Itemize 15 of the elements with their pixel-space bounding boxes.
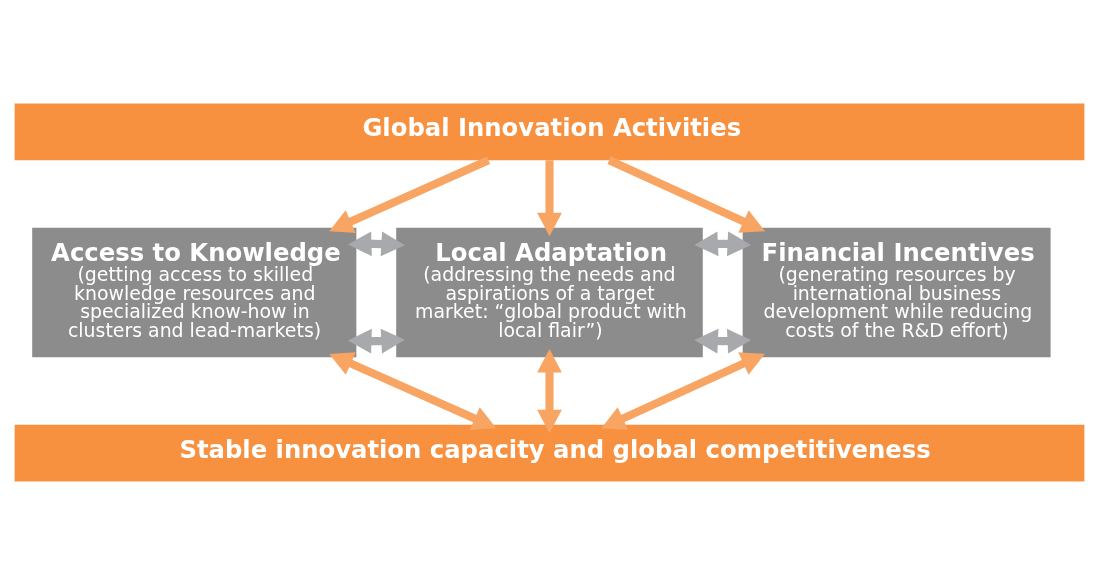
arrow bbox=[347, 231, 405, 257]
arrow bbox=[607, 156, 765, 233]
arrow bbox=[537, 348, 562, 434]
arrow bbox=[347, 328, 405, 354]
node-box: Access to Knowledge (getting access to skilled knowledge resources and specialized know-how in clusters and lead-markets) bbox=[32, 227, 357, 358]
arrow bbox=[694, 231, 752, 257]
arrow bbox=[694, 328, 752, 354]
arrow bbox=[329, 352, 497, 430]
node-box: Stable innovation capacity and global competitiveness bbox=[14, 424, 1085, 482]
arrow bbox=[537, 160, 562, 237]
node-box: Local Adaptation (addressing the needs and aspirations of a target market: “global product with local flair”) bbox=[396, 227, 703, 358]
arrow bbox=[329, 156, 491, 233]
arrow bbox=[601, 352, 765, 430]
node-box: Financial Incentives (generating resources by international business development while reducing costs of the R&D effort) bbox=[742, 227, 1051, 358]
node-box: Global Innovation Activities bbox=[14, 103, 1085, 161]
